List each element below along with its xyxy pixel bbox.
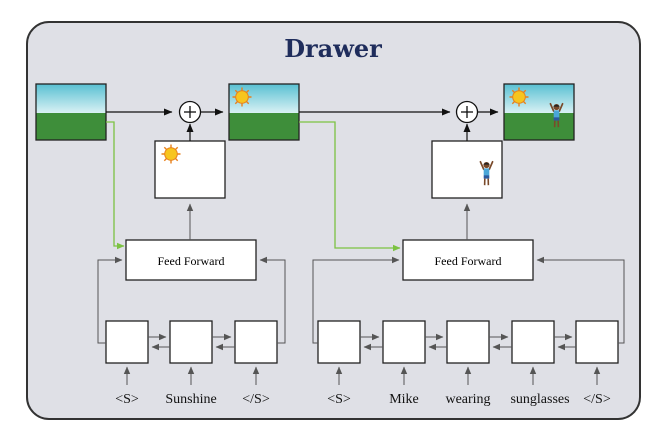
token-label: sunglasses bbox=[510, 392, 569, 407]
token-cell bbox=[511, 320, 555, 364]
token-cell bbox=[317, 320, 361, 364]
token-label: </S> bbox=[242, 392, 270, 407]
green-arrow-input-to-ff-1 bbox=[106, 121, 125, 250]
token-cell bbox=[169, 320, 213, 364]
token-cell bbox=[446, 320, 490, 364]
scene-image-input bbox=[35, 83, 107, 141]
token-cell bbox=[234, 320, 278, 364]
token-label: Sunshine bbox=[165, 392, 216, 407]
token-cell bbox=[575, 320, 619, 364]
green-arrow-scene-to-ff-2 bbox=[299, 121, 401, 252]
feed-forward-label: Feed Forward bbox=[158, 254, 225, 268]
feed-forward-block-1: Feed Forward bbox=[125, 239, 257, 281]
feed-forward-label: Feed Forward bbox=[435, 254, 502, 268]
token-label: Mike bbox=[389, 392, 419, 407]
drawer-panel bbox=[26, 21, 641, 420]
sun-icon bbox=[509, 87, 529, 107]
token-label: </S> bbox=[583, 392, 611, 407]
token-cell bbox=[382, 320, 426, 364]
plus-circle-icon bbox=[455, 100, 479, 124]
sun-icon bbox=[232, 87, 252, 107]
token-label: <S> bbox=[115, 392, 139, 407]
token-label: <S> bbox=[327, 392, 351, 407]
plus-circle-icon bbox=[178, 100, 202, 124]
generated-person-box bbox=[431, 140, 503, 199]
encoder-sentence-1: <S> Sunshine </S> bbox=[97, 256, 286, 407]
scene-image-with-sun bbox=[228, 83, 300, 141]
diagram-title: Drawer bbox=[284, 34, 382, 63]
generated-sun-box bbox=[154, 140, 226, 199]
feed-forward-block-2: Feed Forward bbox=[402, 239, 534, 281]
scene-image-output bbox=[503, 83, 575, 141]
encoder-sentence-2: <S> Mike wearing sunglasses </S> bbox=[312, 256, 625, 407]
sun-icon bbox=[161, 144, 181, 164]
token-cell bbox=[105, 320, 149, 364]
token-label: wearing bbox=[445, 392, 490, 407]
